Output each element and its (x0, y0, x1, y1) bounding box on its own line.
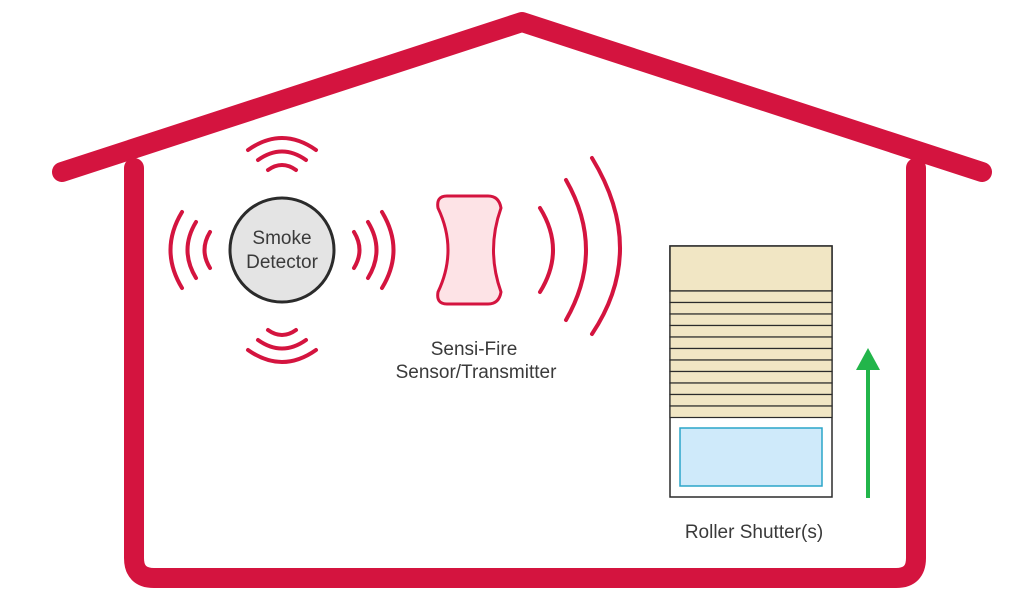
shutter-slat (669, 405, 833, 419)
roller-shutter: Roller Shutter(s) (669, 245, 880, 543)
arrow-up-icon (856, 348, 880, 498)
shutter-slat (669, 336, 833, 350)
sensor-label-line1: Sensi-Fire (431, 339, 518, 360)
shutter-slat (669, 382, 833, 396)
window-glass (679, 427, 823, 487)
shutter-slat (669, 347, 833, 361)
shutter-slat (669, 301, 833, 315)
house-roof (52, 12, 992, 182)
sensor-transmitter: Sensi-Fire Sensor/Transmitter (396, 156, 622, 383)
smoke-detector-label-line2: Detector (246, 252, 318, 273)
alarm-waves-top (246, 136, 318, 172)
roller-shutter-label: Roller Shutter(s) (685, 522, 823, 543)
shutter-slat (669, 313, 833, 327)
shutter-slat (669, 359, 833, 373)
alarm-waves-bottom (246, 328, 318, 364)
house-outline (52, 12, 992, 588)
shutter-slat (669, 393, 833, 407)
shutter-slats (669, 290, 833, 419)
sensor-body (436, 194, 503, 306)
smoke-detector-label-line1: Smoke (252, 228, 311, 249)
house-walls (124, 158, 926, 588)
shutter-slat (669, 370, 833, 384)
alarm-waves-left (168, 210, 212, 290)
shutter-slat (669, 324, 833, 338)
smoke-detector-body (228, 196, 336, 304)
sensor-label-line2: Sensor/Transmitter (396, 362, 558, 383)
shutter-housing (669, 245, 833, 292)
alarm-waves-right (352, 210, 396, 290)
shutter-slat (669, 290, 833, 304)
smoke-detector: Smoke Detector (168, 136, 396, 364)
transmission-waves (538, 156, 622, 336)
